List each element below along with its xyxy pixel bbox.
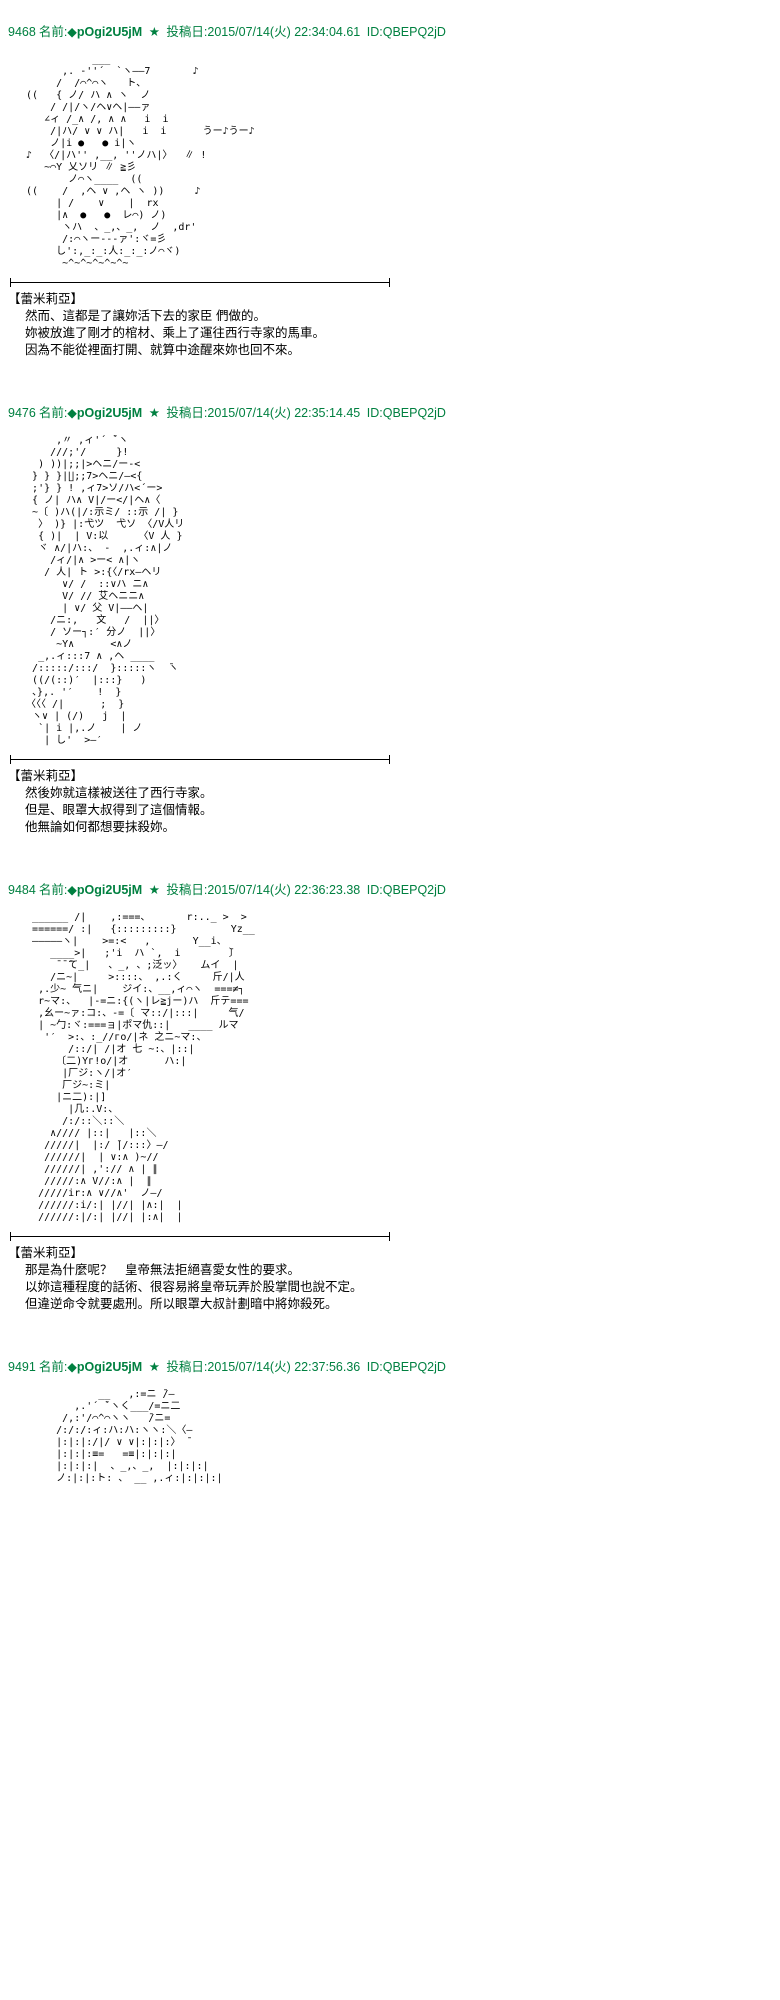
dialogue-line: 因為不能從裡面打開、就算中途醒來妳也回不來。 (25, 343, 301, 357)
dialogue-line: 那是為什麼呢？ 皇帝無法拒絕喜愛女性的要求。 (25, 1263, 301, 1277)
post-date: 投稿日:2015/07/14(火) 22:35:14.45 (166, 406, 361, 420)
dialogue-line: 然而、這都是了讓妳活下去的家臣 們做的。 (25, 309, 266, 323)
dialogue-line: 但違逆命令就要處刑。所以眼罩大叔計劃暗中將妳殺死。 (25, 1297, 338, 1311)
star-icon: ★ (148, 1360, 160, 1374)
speaker-name: 【蕾米莉亞】 (8, 769, 84, 783)
dialogue-line: 但是、眼罩大叔得到了這個情報。 (25, 803, 213, 817)
divider (10, 755, 390, 764)
post-id: ID:QBEPQ2jD (366, 25, 446, 39)
post-number: 9491 (8, 1360, 36, 1374)
post-date: 投稿日:2015/07/14(火) 22:37:56.36 (166, 1360, 361, 1374)
post-id: ID:QBEPQ2jD (366, 406, 446, 420)
name-label: 名前: (38, 1360, 68, 1374)
tripcode: ◆pOgi2U5jM (67, 406, 143, 420)
tripcode: ◆pOgi2U5jM (67, 25, 143, 39)
tripcode: ◆pOgi2U5jM (67, 883, 143, 897)
speaker-name: 【蕾米莉亞】 (8, 1246, 84, 1260)
ascii-art: __ ,:=ニ ̄/― ,.'´ ̄`ヽく___/=ニ二 /,:'/⌒^⌒ヽヽ … (56, 1389, 223, 1484)
post-id: ID:QBEPQ2jD (366, 883, 446, 897)
post-id: ID:QBEPQ2jD (366, 1360, 446, 1374)
name-label: 名前: (38, 25, 68, 39)
ascii-art: ,〃 ,ィ'´ ̄`ヽ ///;'/ }! ) ))|;;|>ヘニ/ー-< } … (26, 435, 185, 746)
post-number: 9476 (8, 406, 36, 420)
speaker-name: 【蕾米莉亞】 (8, 292, 84, 306)
name-label: 名前: (38, 883, 68, 897)
post-date: 投稿日:2015/07/14(火) 22:36:23.38 (166, 883, 361, 897)
star-icon: ★ (148, 25, 160, 39)
star-icon: ★ (148, 883, 160, 897)
post-number: 9468 (8, 25, 36, 39)
ascii-art: ______ /| ,:===、 r:.._ > > ======/ :| {:… (32, 912, 255, 1223)
post-number: 9484 (8, 883, 36, 897)
post-date: 投稿日:2015/07/14(火) 22:34:04.61 (166, 25, 361, 39)
dialogue-line: 然後妳就這樣被送往了西行寺家。 (25, 786, 213, 800)
divider (10, 278, 390, 287)
ascii-art: ___ ,. -''´ `ヽ――7 ♪ / /⌒^⌒ヽ ト、 (( { ノ/ ハ… (26, 54, 255, 269)
dialogue-line: 以妳這種程度的話術、很容易將皇帝玩弄於股掌間也說不定。 (25, 1280, 363, 1294)
divider (10, 1232, 390, 1241)
star-icon: ★ (148, 406, 160, 420)
tripcode: ◆pOgi2U5jM (67, 1360, 143, 1374)
name-label: 名前: (38, 406, 68, 420)
dialogue-line: 妳被放進了剛才的棺材、乘上了運往西行寺家的馬車。 (25, 326, 326, 340)
dialogue-line: 他無論如何都想要抹殺妳。 (25, 820, 176, 834)
